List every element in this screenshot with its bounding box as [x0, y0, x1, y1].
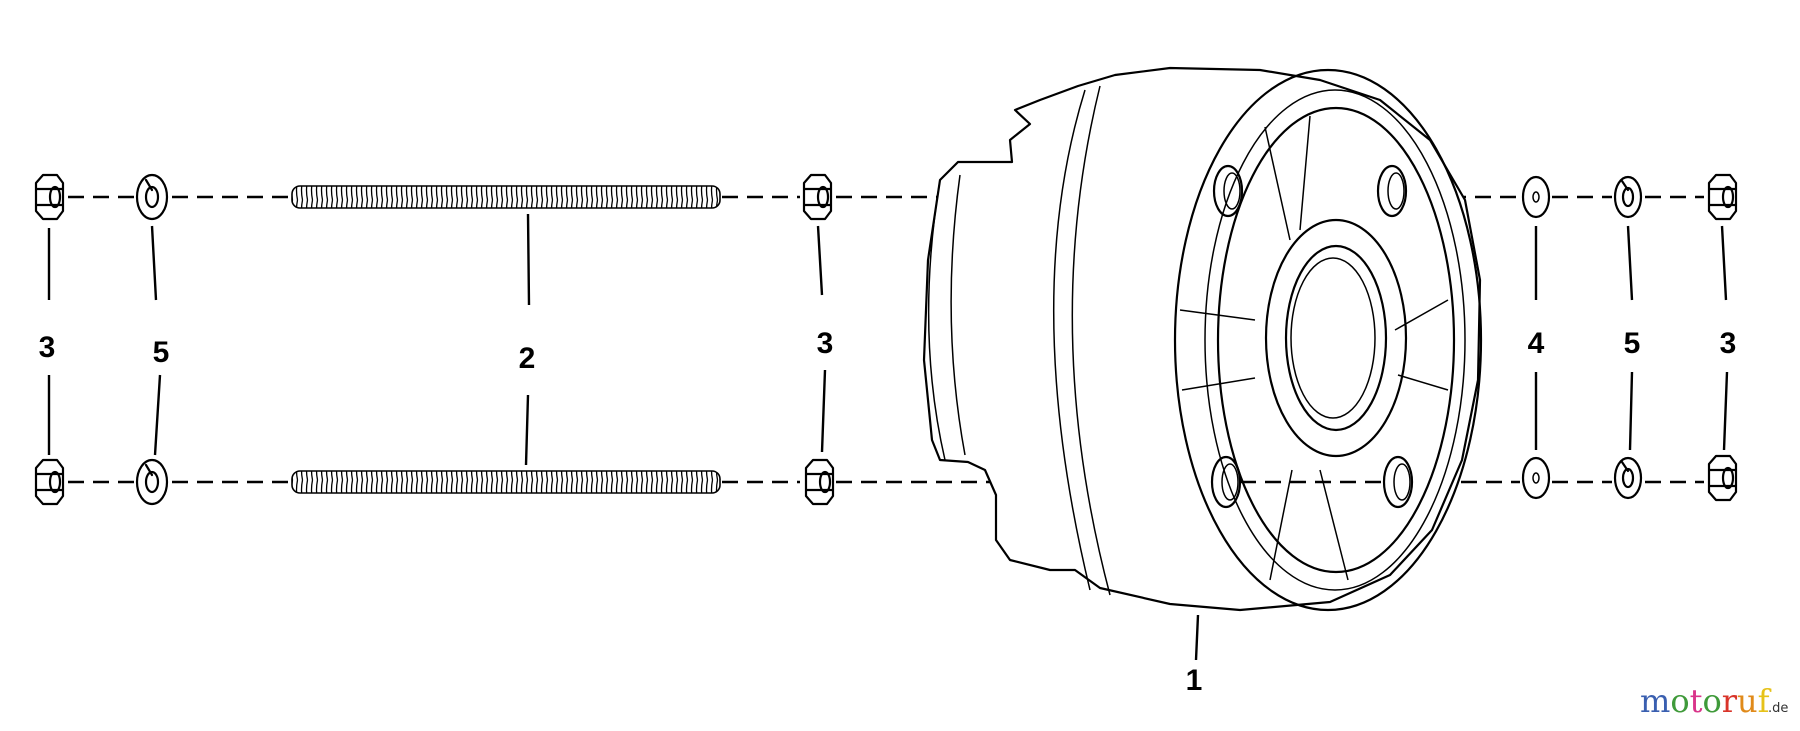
flat-washer-icon — [1521, 175, 1551, 219]
callout-1-housing: 1 — [1186, 664, 1203, 697]
watermark-letter: u — [1737, 682, 1758, 720]
hex-nut-icon — [34, 173, 65, 221]
assembly-lines — [68, 195, 1704, 484]
callout-5-right-washer: 5 — [1624, 327, 1641, 360]
watermark-letter: o — [1670, 682, 1689, 720]
callout-3-mid-nut: 3 — [817, 327, 834, 360]
motoruf-watermark-logo: motoruf .de — [1640, 682, 1788, 720]
flat-washer-icon — [1521, 456, 1551, 500]
lock-washer-icon — [135, 458, 169, 506]
callout-4-flat-washer: 4 — [1528, 327, 1545, 360]
leader-lines — [47, 213, 1729, 661]
lock-washer-icon — [1613, 175, 1643, 219]
callout-3-left-nut: 3 — [39, 331, 56, 364]
callout-3-right-nut: 3 — [1720, 327, 1737, 360]
hex-nut-icon — [804, 458, 835, 506]
callout-5-left-washer: 5 — [153, 336, 170, 369]
watermark-letter: r — [1722, 682, 1738, 720]
lock-washer-icon — [1613, 456, 1643, 500]
hex-nut-icon — [802, 173, 833, 221]
threaded-stud-bottom — [291, 470, 721, 494]
watermark-letter: t — [1690, 682, 1703, 720]
hex-nut-icon — [1707, 173, 1738, 221]
hex-nut-icon — [1707, 454, 1738, 502]
svg-text:motoruf: motoruf — [1640, 682, 1772, 720]
hex-nut-icon — [34, 458, 65, 506]
watermark-letter: m — [1640, 682, 1670, 720]
callout-labels: 3 5 2 3 4 5 3 1 — [39, 327, 1737, 697]
callout-2-stud: 2 — [519, 342, 536, 375]
watermark-letter: f — [1758, 682, 1772, 720]
watermark-letter: o — [1702, 682, 1721, 720]
lock-washer-icon — [135, 173, 169, 221]
housing-icon — [922, 66, 1483, 612]
threaded-stud-top — [291, 185, 721, 209]
watermark-suffix: .de — [1768, 701, 1788, 716]
